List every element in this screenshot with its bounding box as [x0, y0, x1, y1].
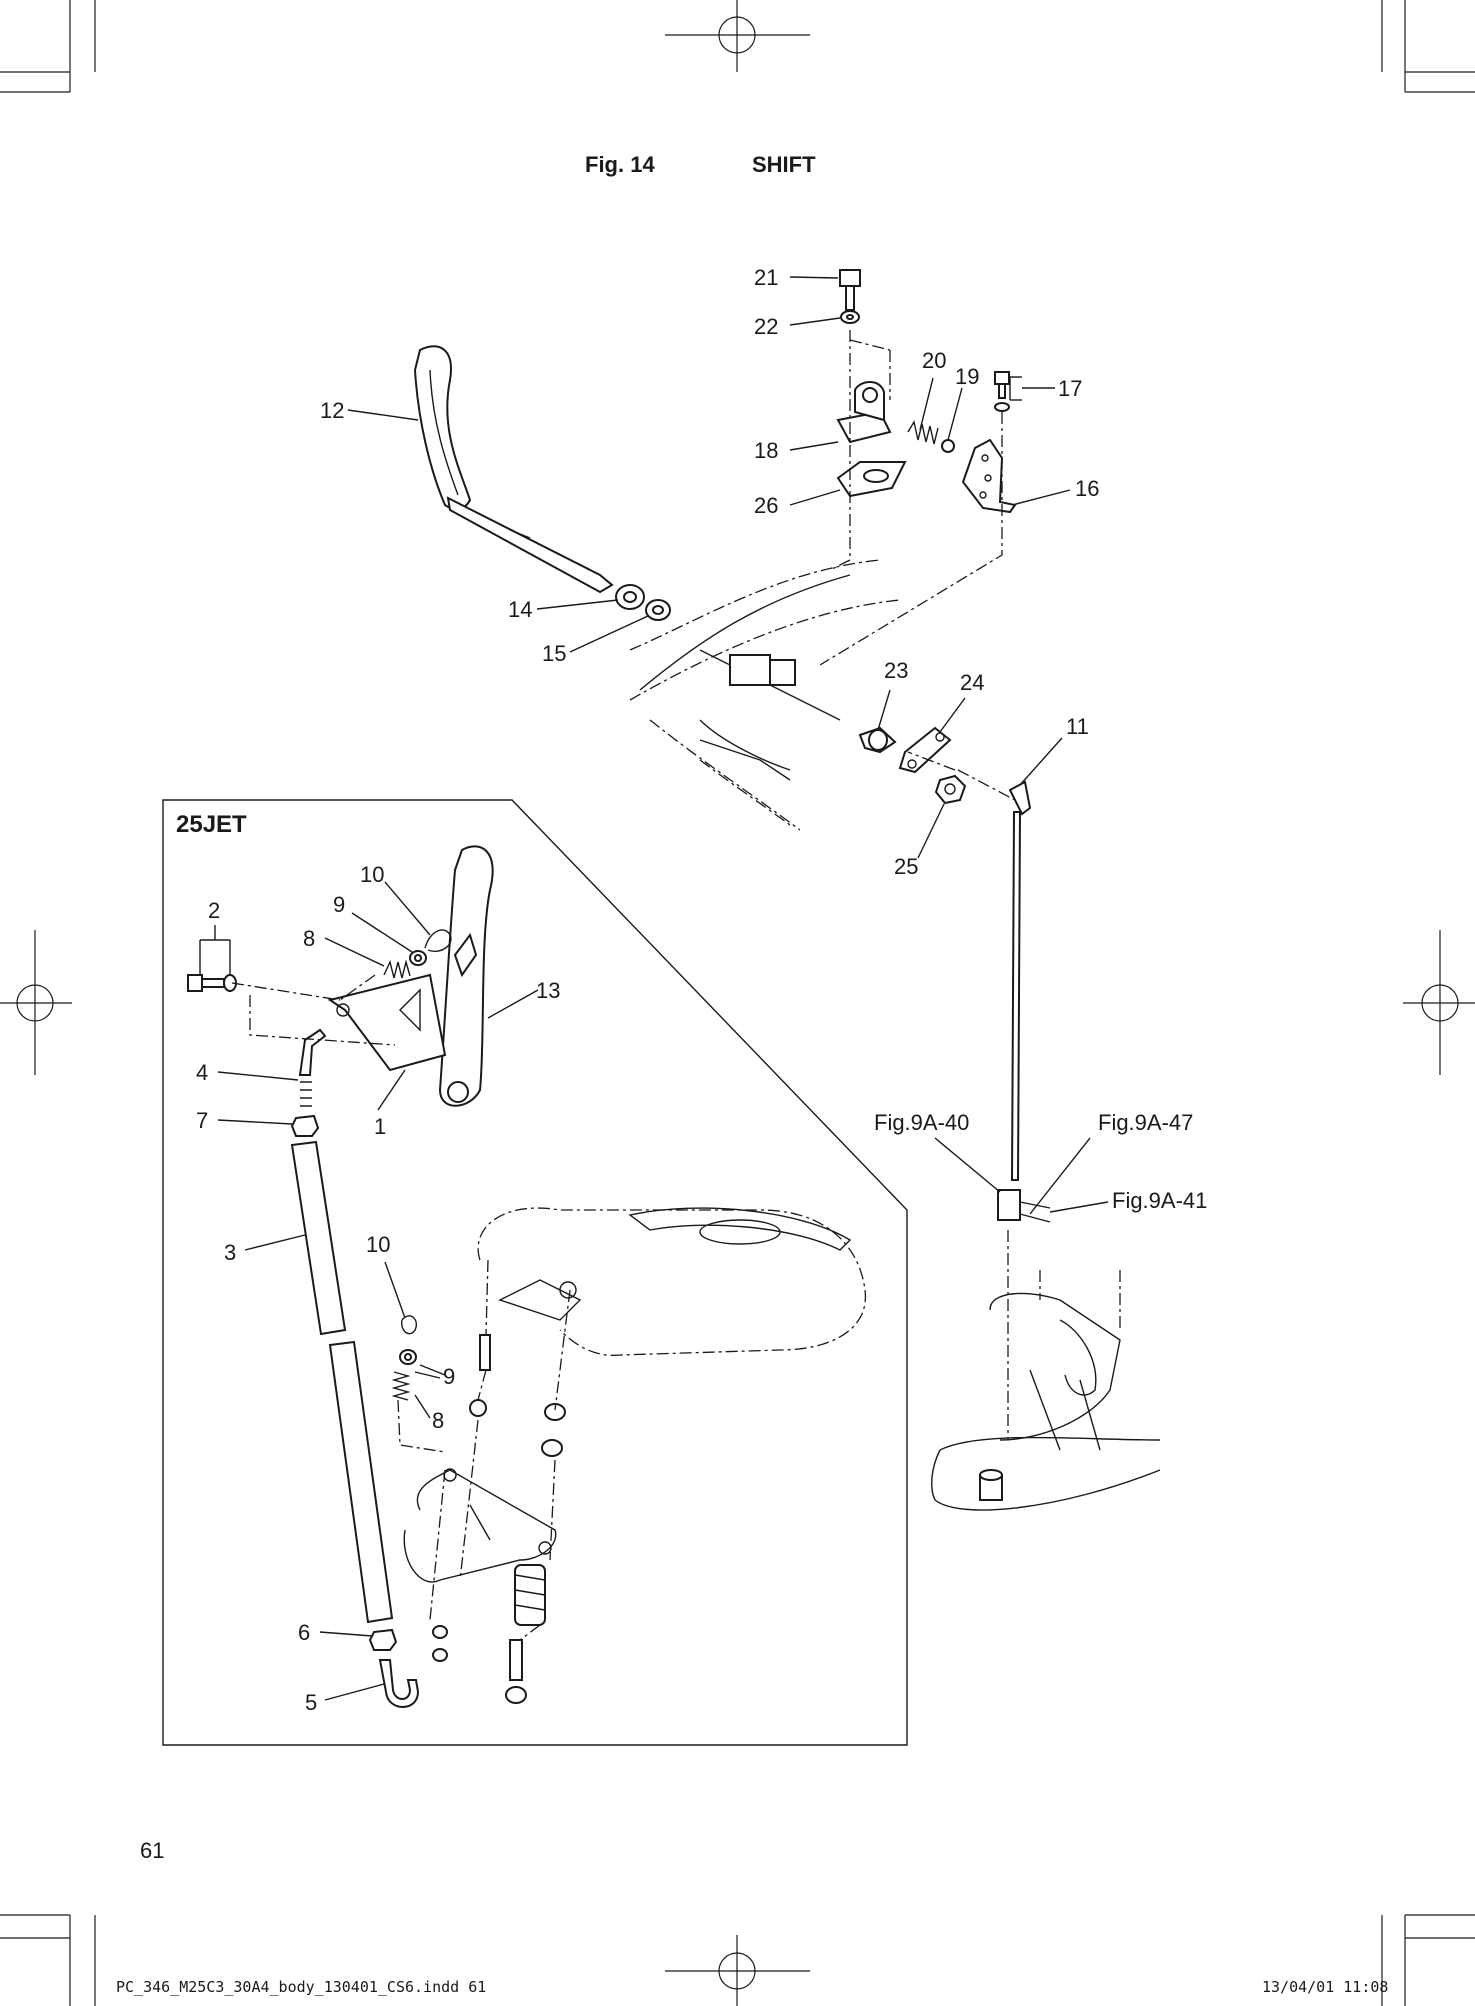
registration-mark-right [1403, 930, 1475, 1075]
hook-rod-4 [298, 1028, 327, 1107]
page-number: 61 [140, 1838, 164, 1863]
registration-mark-bottom [665, 1935, 810, 2006]
callout-26: 26 [754, 493, 778, 518]
screw-17 [994, 371, 1010, 412]
callout-4: 4 [196, 1060, 208, 1085]
jet-stud-bolts [432, 1334, 566, 1704]
assembly-lines-inset [231, 974, 571, 1641]
leader-lines-upper [347, 276, 1109, 1215]
callout-labels: 21 22 12 20 19 17 18 16 26 14 15 23 24 1… [196, 265, 1099, 1715]
callout-9b: 9 [443, 1364, 455, 1389]
callout-5: 5 [305, 1690, 317, 1715]
callout-19: 19 [955, 364, 979, 389]
callout-16: 16 [1075, 476, 1099, 501]
spring-8b [391, 1371, 411, 1401]
shift-plate-16 [961, 438, 1017, 514]
washer-9a [409, 950, 427, 966]
callout-12: 12 [320, 398, 344, 423]
callout-1: 1 [374, 1114, 386, 1139]
spring-20 [907, 420, 939, 445]
inset-label: 25JET [176, 811, 247, 838]
bolt-2 [187, 974, 237, 992]
callout-3: 3 [224, 1240, 236, 1265]
washer-22 [840, 310, 860, 324]
leader-lines-inset [199, 881, 539, 1701]
ref-fig9a-47: Fig.9A-47 [1098, 1110, 1193, 1135]
callout-22: 22 [754, 314, 778, 339]
callout-17: 17 [1058, 376, 1082, 401]
jet-pump-housing [477, 1207, 866, 1356]
washer-15 [645, 599, 671, 621]
plate-26 [836, 461, 907, 498]
callout-14: 14 [508, 597, 532, 622]
callout-13: 13 [536, 978, 560, 1003]
washer-9b [399, 1349, 417, 1365]
callout-8a: 8 [303, 926, 315, 951]
shift-rod-11 [1008, 780, 1032, 1181]
callout-7: 7 [196, 1108, 208, 1133]
clip-10b [401, 1315, 417, 1335]
reference-labels: Fig.9A-40 Fig.9A-47 Fig.9A-41 [874, 1110, 1207, 1213]
jet-bracket-1 [327, 973, 447, 1072]
callout-18: 18 [754, 438, 778, 463]
callout-6: 6 [298, 1620, 310, 1645]
shift-lever-handle [413, 345, 614, 594]
washer-14 [615, 584, 645, 610]
callout-9a: 9 [333, 892, 345, 917]
engine-cowling-outline [629, 559, 901, 831]
inset-frame [162, 799, 908, 1746]
shift-rod-coupling [997, 1189, 1051, 1223]
bolt-21 [839, 269, 861, 311]
detent-bracket-18 [836, 381, 892, 444]
spring-8a [383, 959, 411, 979]
callout-20: 20 [922, 348, 946, 373]
callout-24: 24 [960, 670, 984, 695]
nut-6 [368, 1628, 398, 1651]
callout-11: 11 [1066, 714, 1089, 739]
ref-fig9a-40: Fig.9A-40 [874, 1110, 969, 1135]
j-bolt-5 [378, 1659, 420, 1708]
callout-25: 25 [894, 854, 918, 879]
ball-19 [941, 439, 955, 453]
callout-10b: 10 [366, 1232, 390, 1257]
ref-fig9a-41: Fig.9A-41 [1112, 1188, 1207, 1213]
footer-timestamp: 13/04/01 11:08 [1262, 1978, 1388, 1996]
nut-7 [290, 1114, 320, 1137]
clip-10a [424, 929, 452, 952]
pivot-pin-23 [858, 726, 897, 754]
registration-mark-top [665, 0, 810, 72]
callout-23: 23 [884, 658, 908, 683]
jet-lever-13 [438, 845, 494, 1107]
callout-21: 21 [754, 265, 778, 290]
assembly-lines-upper [819, 330, 1016, 801]
figure-number: Fig. 14 [585, 152, 655, 177]
callout-15: 15 [542, 641, 566, 666]
callout-2: 2 [208, 898, 220, 923]
figure-title: SHIFT [752, 152, 816, 177]
tube-3 [290, 1140, 394, 1624]
lower-unit-outline [931, 1230, 1161, 1511]
callout-10a: 10 [360, 862, 384, 887]
callout-8b: 8 [432, 1408, 444, 1433]
footer-filename: PC_346_M25C3_30A4_body_130401_CS6.indd 6… [116, 1978, 486, 1996]
nut-25 [934, 774, 967, 805]
registration-mark-left [0, 930, 72, 1075]
shift-lever-24 [898, 726, 952, 774]
